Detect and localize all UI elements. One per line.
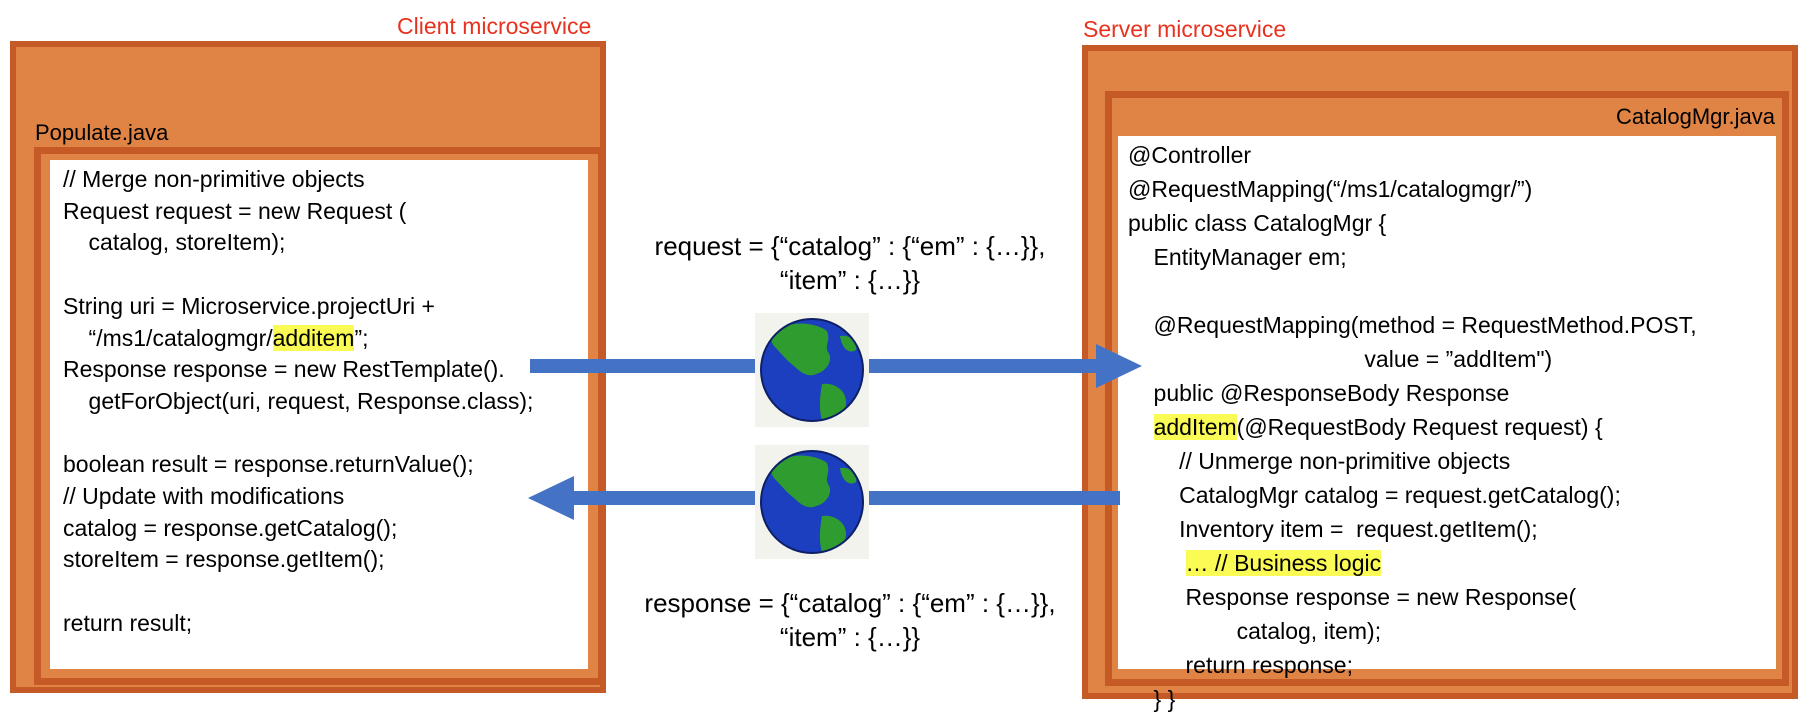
code-line: … // Business logic [1128, 550, 1382, 576]
code-line: // Merge non-primitive objects [63, 166, 365, 192]
code-line: return result; [63, 609, 193, 636]
code-line: EntityManager em; [1128, 244, 1347, 270]
request-arrow [530, 344, 1142, 388]
server-microservice-title: Server microservice [1083, 16, 1287, 42]
code-line: Response response = new RestTemplate(). [63, 356, 505, 383]
response-arrow-head [528, 476, 574, 520]
code-line: addItem(@RequestBody Request request) { [1153, 414, 1603, 440]
code-line: @Controller [1128, 142, 1252, 168]
catalogmgr-code-panel: @Controller @RequestMapping(“/ms1/catalog… [1118, 136, 1776, 711]
globe-icon [755, 445, 869, 559]
code-line: @RequestMapping(method = RequestMethod.P… [1128, 312, 1697, 338]
client-microservice-title: Client microservice [397, 13, 592, 39]
response-arrow-shaft-left [570, 491, 756, 505]
code-line: // Unmerge non-primitive objects [1128, 448, 1511, 474]
code-line: boolean result = response.returnValue(); [63, 451, 474, 478]
code-line: catalog = response.getCatalog(); [63, 514, 398, 541]
globe-icon [755, 313, 869, 427]
code-line: return response; [1128, 652, 1354, 678]
code-line: } } [1128, 686, 1176, 712]
code-line: public class CatalogMgr { [1128, 210, 1387, 236]
code-line: “/ms1/catalogmgr/additem”; [63, 324, 369, 351]
response-payload-line2: “item” : {…}} [779, 622, 921, 652]
response-arrow-shaft-right [868, 491, 1120, 505]
request-payload-line2: “item” : {…}} [779, 265, 921, 295]
server-microservice-box: CatalogMgr.java @Controller @RequestMappi… [1082, 45, 1798, 711]
code-line: getForObject(uri, request, Response.clas… [63, 387, 534, 414]
code-highlight: … // Business logic [1185, 550, 1382, 576]
code-line: public @ResponseBody Response [1128, 380, 1510, 406]
code-line: Response response = new Response( [1128, 584, 1577, 610]
code-line: Inventory item = request.getItem(); [1128, 516, 1538, 542]
request-payload-line1: request = {“catalog” : {“em” : {…}}, [654, 231, 1046, 261]
code-line: @RequestMapping(“/ms1/catalogmgr/”) [1128, 176, 1533, 202]
code-highlight: additem [272, 324, 355, 351]
code-line: catalog, storeItem); [63, 229, 286, 256]
code-line: storeItem = response.getItem(); [63, 546, 385, 573]
catalogmgr-file-label: CatalogMgr.java [1616, 104, 1775, 129]
request-arrow-head [1096, 344, 1142, 388]
code-line: // Update with modifications [63, 483, 345, 509]
response-arrow [528, 476, 1120, 520]
request-payload-label: request = {“catalog” : {“em” : {…}}, “it… [615, 229, 1085, 297]
response-payload-line1: response = {“catalog” : {“em” : {…}}, [644, 588, 1056, 618]
request-arrow-shaft-left [530, 359, 756, 373]
catalogmgr-file-frame: CatalogMgr.java @Controller @RequestMappi… [1105, 91, 1789, 711]
code-highlight: addItem [1153, 414, 1237, 440]
code-line: String uri = Microservice.projectUri + [63, 292, 435, 319]
code-line: value = ”addItem") [1128, 346, 1553, 372]
code-line: catalog, item); [1128, 618, 1382, 644]
response-payload-label: response = {“catalog” : {“em” : {…}}, “i… [615, 586, 1085, 654]
populate-file-label: Populate.java [35, 120, 169, 145]
code-line: CatalogMgr catalog = request.getCatalog(… [1128, 482, 1621, 508]
code-line: Request request = new Request ( [63, 197, 407, 224]
request-arrow-shaft-right [868, 359, 1098, 373]
client-microservice-box: Populate.java // Merge non-primitive obj… [10, 41, 606, 693]
